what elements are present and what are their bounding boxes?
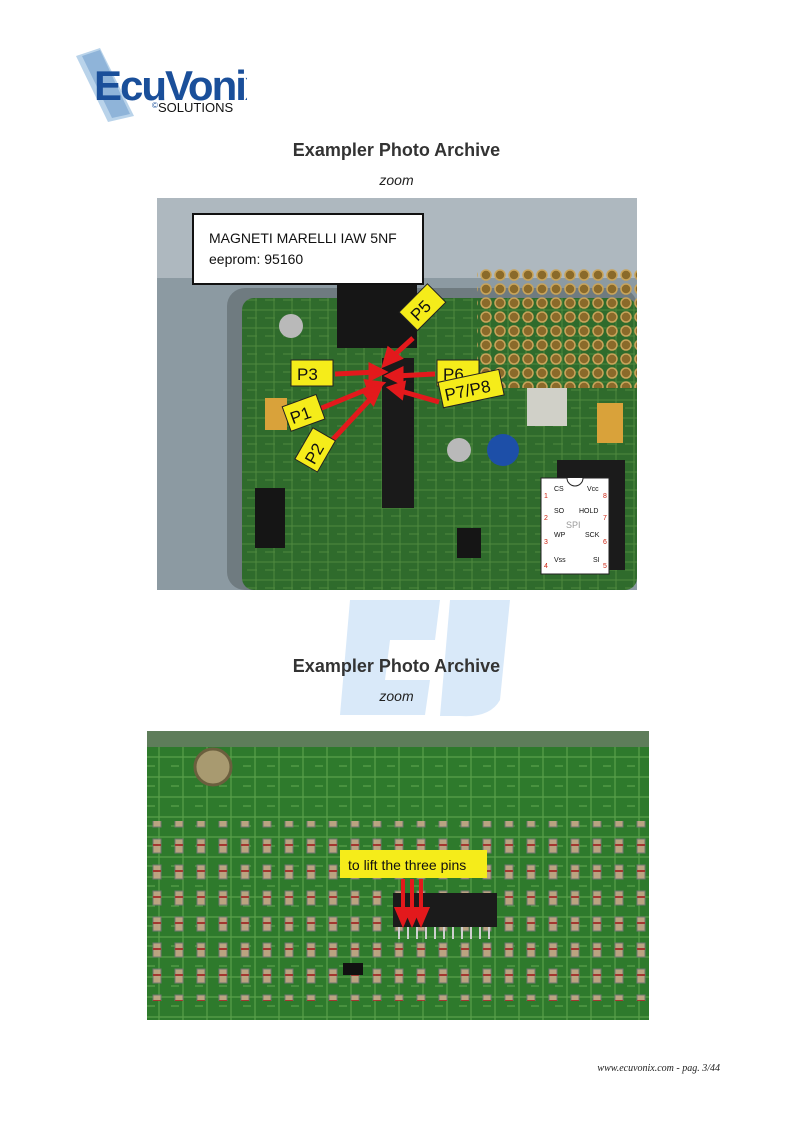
logo-brand-text: EcuVonix (94, 62, 247, 109)
svg-text:to lift the three pins: to lift the three pins (348, 857, 466, 873)
pcb-photo-2: to lift the three pins (147, 731, 649, 1020)
label-p3: P3 (290, 359, 334, 387)
section-1-zoom-label: zoom (379, 172, 414, 188)
svg-text:CS: CS (554, 486, 564, 493)
svg-text:5: 5 (603, 563, 607, 570)
spi-label: SPI (566, 520, 581, 530)
svg-text:WP: WP (554, 532, 566, 539)
svg-text:HOLD: HOLD (579, 508, 598, 515)
page-footer: www.ecuvonix.com - pag. 3/44 (597, 1063, 720, 1074)
svg-text:SI: SI (593, 557, 600, 564)
ecu-model-text: MAGNETI MARELLI IAW 5NF (209, 230, 397, 246)
label-p7-p8: P7/P8 (437, 368, 505, 409)
svg-text:3: 3 (544, 539, 548, 546)
svg-text:1: 1 (544, 493, 548, 500)
svg-text:P3: P3 (297, 365, 318, 384)
lift-pins-callout: to lift the three pins (340, 850, 487, 878)
svg-text:SCK: SCK (585, 532, 600, 539)
pcb-photo-1: MAGNETI MARELLI IAW 5NF eeprom: 95160 P5… (157, 198, 637, 590)
svg-text:Vss: Vss (554, 557, 566, 564)
section-2-title: Exampler Photo Archive (292, 656, 501, 676)
eeprom-type-text: eeprom: 95160 (209, 251, 303, 267)
company-logo: EcuVonix © SOLUTIONS (72, 42, 271, 122)
logo-tagline-text: SOLUTIONS (158, 100, 233, 115)
eeprom-pinout-diagram: SPI 1 CS 2 SO 3 WP 4 Vss 8 Vcc 7 HOLD 6 … (540, 477, 610, 575)
svg-text:SO: SO (554, 508, 565, 515)
svg-text:Vcc: Vcc (587, 486, 599, 493)
watermark-logo (340, 600, 510, 717)
svg-text:4: 4 (544, 563, 548, 570)
svg-text:2: 2 (544, 515, 548, 522)
section-2-zoom-label: zoom (379, 688, 414, 704)
label-p1: P1 (281, 393, 326, 432)
svg-text:©: © (152, 101, 158, 110)
svg-text:8: 8 (603, 493, 607, 500)
svg-text:6: 6 (603, 539, 607, 546)
svg-text:7: 7 (603, 515, 607, 522)
section-1-title: Exampler Photo Archive (292, 140, 501, 160)
